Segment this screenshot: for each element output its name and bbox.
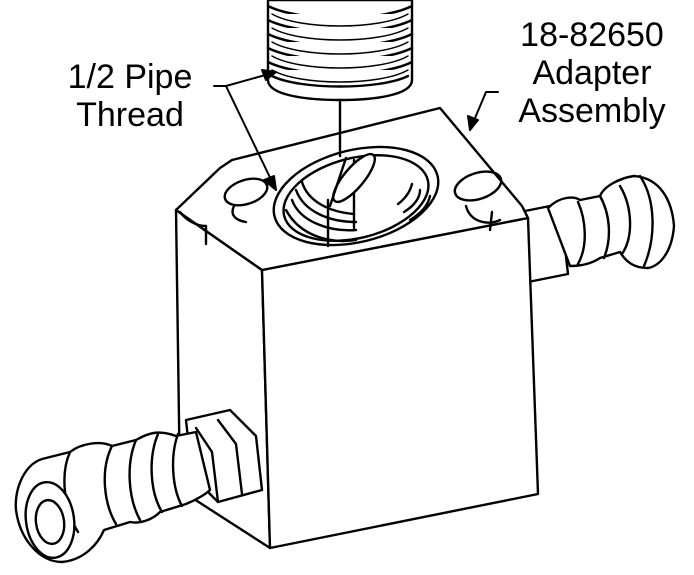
adapter-part-number: 18-82650 [520, 16, 664, 54]
adapter-label-line-2: Adapter [532, 54, 652, 92]
threaded-pipe [268, 0, 412, 156]
adapter-label-line-3: Assembly [518, 92, 666, 130]
pipe-thread-leader [214, 70, 276, 190]
threaded-bore [263, 131, 448, 261]
pipe-thread-label-line-1: 1/2 Pipe [67, 58, 193, 96]
right-hose-barb [520, 176, 674, 282]
pipe-thread-label: 1/2 Pipe Thread [40, 58, 220, 134]
left-hose-barb [16, 410, 262, 562]
adapter-assembly-label: 18-82650 Adapter Assembly [492, 16, 692, 130]
adapter-assembly-leader [468, 92, 498, 130]
pipe-thread-label-line-2: Thread [76, 96, 184, 134]
